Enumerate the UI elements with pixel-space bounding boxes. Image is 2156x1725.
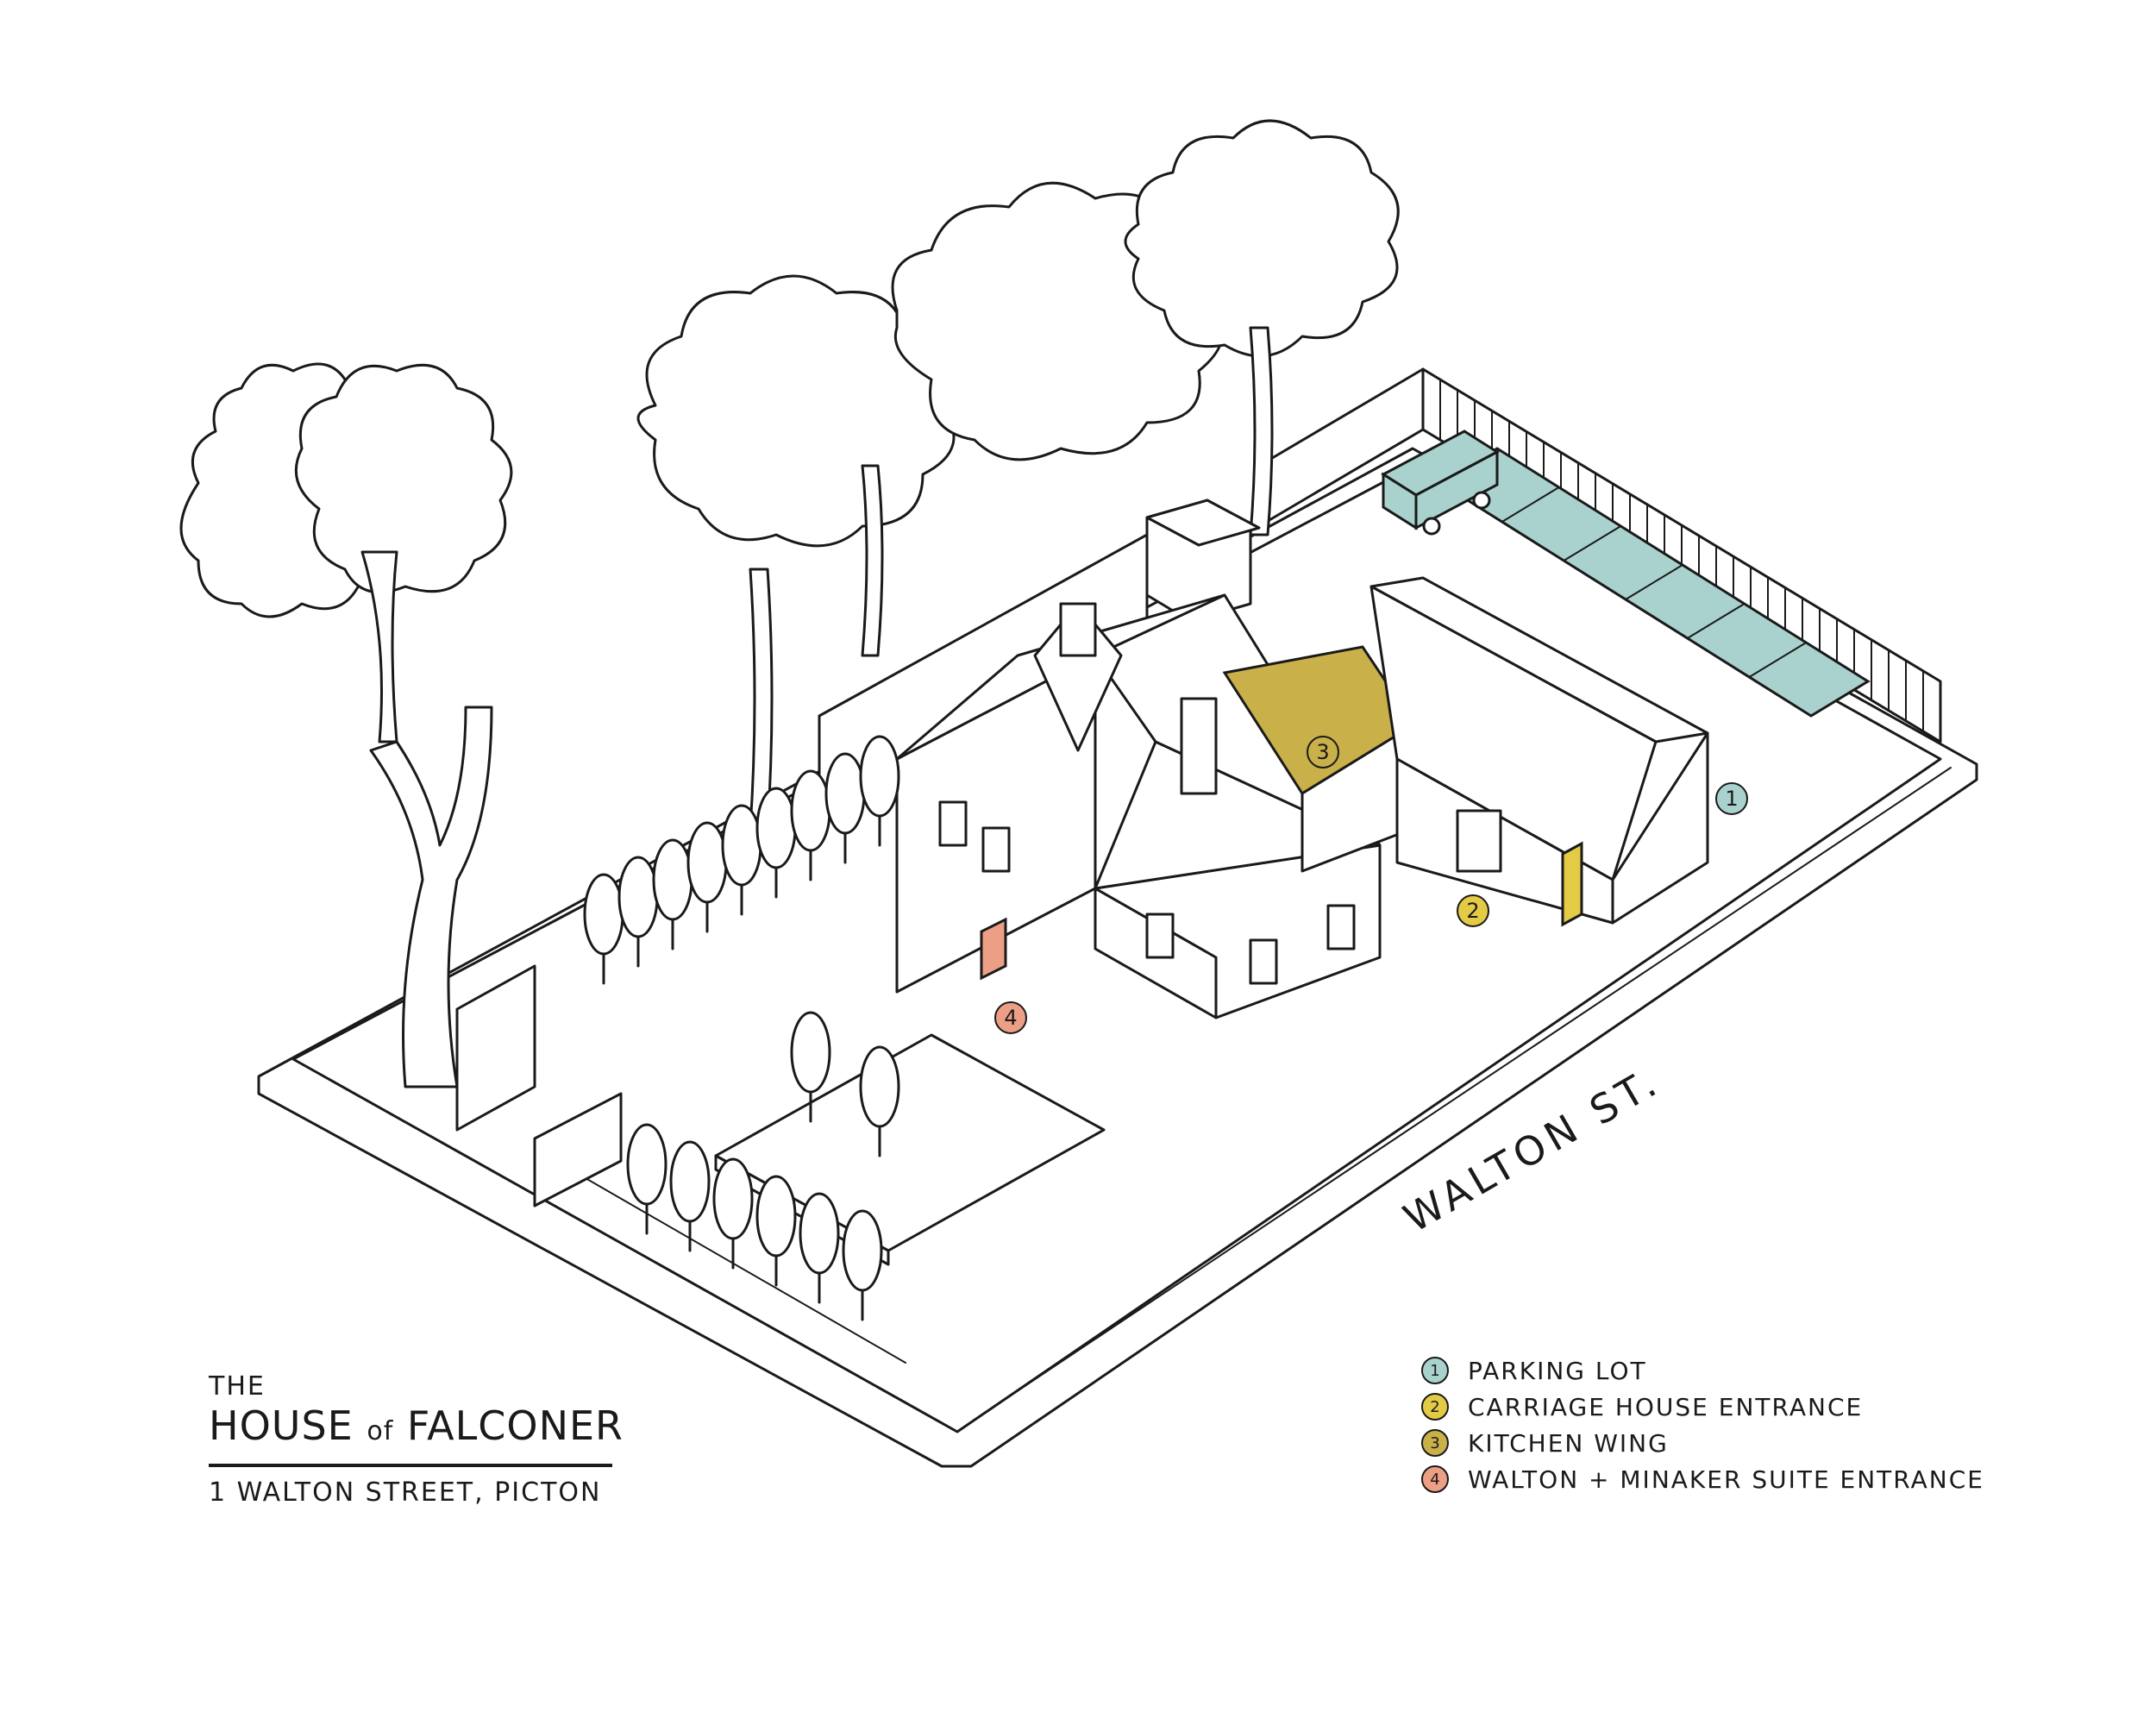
marker-2-number: 2 — [1466, 899, 1479, 923]
curb-line-2 — [974, 767, 1952, 1421]
window — [1326, 904, 1356, 950]
tree-trunk — [861, 464, 884, 657]
small-tree-crown — [790, 1011, 831, 1094]
carriage-window — [1456, 809, 1502, 873]
marker-1-number: 1 — [1725, 787, 1738, 811]
small-tree-crown — [686, 821, 728, 904]
title-rule — [209, 1464, 612, 1467]
parking-stall-line — [1501, 486, 1560, 523]
small-tree-crown — [790, 769, 831, 852]
parking-stall-line — [1686, 603, 1745, 639]
legend-item[interactable]: 2 CARRIAGE HOUSE ENTRANCE — [1421, 1389, 1984, 1425]
parking-stall-line — [1625, 564, 1683, 600]
small-tree-crown — [755, 1175, 797, 1258]
garden-shed — [1145, 499, 1261, 623]
truck-side — [1414, 449, 1499, 530]
marker-1[interactable]: 1 — [1715, 782, 1748, 815]
legend-dot: 4 — [1421, 1465, 1449, 1493]
small-tree-crown — [842, 1209, 883, 1292]
legend-dot: 3 — [1421, 1429, 1449, 1457]
marker-3[interactable]: 3 — [1307, 736, 1339, 768]
small-tree-crown — [799, 1192, 840, 1275]
delivery-truck — [1381, 430, 1500, 536]
carriage-house — [1369, 576, 1709, 927]
small-tree-crown — [617, 856, 659, 938]
shed-roof — [1145, 499, 1261, 547]
small-tree-crown — [859, 735, 900, 818]
tree-trunk — [1249, 326, 1274, 536]
carriage-entrance-door — [1561, 841, 1583, 927]
tree-trunk — [749, 568, 774, 830]
small-tree — [617, 856, 659, 968]
truck-wheel — [1422, 517, 1441, 536]
window — [981, 826, 1011, 873]
legend: 1 PARKING LOT 2 CARRIAGE HOUSE ENTRANCE … — [1421, 1352, 1984, 1497]
small-tree — [859, 1045, 900, 1157]
small-tree-crown — [652, 838, 693, 921]
chimney — [1059, 602, 1097, 657]
small-tree — [859, 735, 900, 847]
stone-wall — [455, 533, 1149, 1208]
tree-canopy-right — [1124, 119, 1400, 358]
parking-stall-line — [1748, 642, 1808, 678]
small-tree-crown — [583, 873, 624, 956]
small-tree-crown — [755, 787, 797, 869]
tree-trunk — [360, 550, 398, 743]
small-tree-crown — [712, 1157, 754, 1240]
window — [938, 800, 968, 847]
window — [1145, 913, 1175, 959]
small-tree — [626, 1123, 667, 1235]
marker-4[interactable]: 4 — [994, 1001, 1027, 1034]
marker-4-number: 4 — [1004, 1006, 1017, 1030]
small-tree — [755, 787, 797, 899]
legend-label: PARKING LOT — [1468, 1356, 1647, 1385]
tree-trunks — [360, 326, 1274, 1088]
marker-4-circle[interactable] — [994, 1001, 1027, 1034]
legend-label: KITCHEN WING — [1468, 1428, 1669, 1458]
small-tree-crown — [721, 804, 762, 887]
small-tree — [799, 1192, 840, 1304]
chimney — [1180, 697, 1218, 795]
truck-wheel — [1472, 491, 1491, 510]
marker-3-circle[interactable] — [1307, 736, 1339, 768]
legend-dot: 2 — [1421, 1393, 1449, 1421]
title-pre: THE — [209, 1371, 266, 1402]
small-tree-crown — [626, 1123, 667, 1206]
marker-3-number: 3 — [1316, 740, 1329, 764]
small-tree — [755, 1175, 797, 1287]
window — [1249, 938, 1278, 985]
legend-item[interactable]: 1 PARKING LOT — [1421, 1352, 1984, 1389]
small-trees — [583, 735, 900, 1321]
title-main: HOUSE of FALCONER — [209, 1402, 623, 1455]
legend-label: CARRIAGE HOUSE ENTRANCE — [1468, 1392, 1864, 1421]
legend-label: WALTON + MINAKER SUITE ENTRANCE — [1468, 1465, 1984, 1494]
suite-door — [980, 917, 1007, 981]
small-tree — [669, 1140, 711, 1252]
title-block: THE HOUSE of FALCONER 1 WALTON STREET, P… — [209, 1371, 623, 1508]
carriage-gable — [1611, 731, 1709, 925]
parking-stall-line — [1563, 525, 1622, 561]
title-falconer: FALCONER — [406, 1402, 624, 1449]
stone-wall-low — [533, 1092, 623, 1208]
marker-1-circle[interactable] — [1715, 782, 1748, 815]
small-tree-crown — [669, 1140, 711, 1223]
stone-wall-front — [455, 964, 536, 1132]
small-tree — [712, 1157, 754, 1270]
title-house: HOUSE — [209, 1402, 354, 1449]
small-tree — [790, 1011, 831, 1123]
small-tree-crown — [859, 1045, 900, 1128]
marker-2-circle[interactable] — [1457, 894, 1489, 927]
small-tree-crown — [824, 752, 866, 835]
tree-trunk-big — [369, 706, 493, 1088]
small-tree — [842, 1209, 883, 1321]
legend-dot: 1 — [1421, 1357, 1449, 1384]
curb-line — [534, 1148, 906, 1364]
marker-2[interactable]: 2 — [1457, 894, 1489, 927]
tree-canopy-left-2 — [294, 363, 513, 594]
title-of: of — [367, 1416, 394, 1446]
title-address: 1 WALTON STREET, PICTON — [209, 1477, 602, 1508]
legend-item[interactable]: 3 KITCHEN WING — [1421, 1425, 1984, 1461]
legend-item[interactable]: 4 WALTON + MINAKER SUITE ENTRANCE — [1421, 1461, 1984, 1497]
